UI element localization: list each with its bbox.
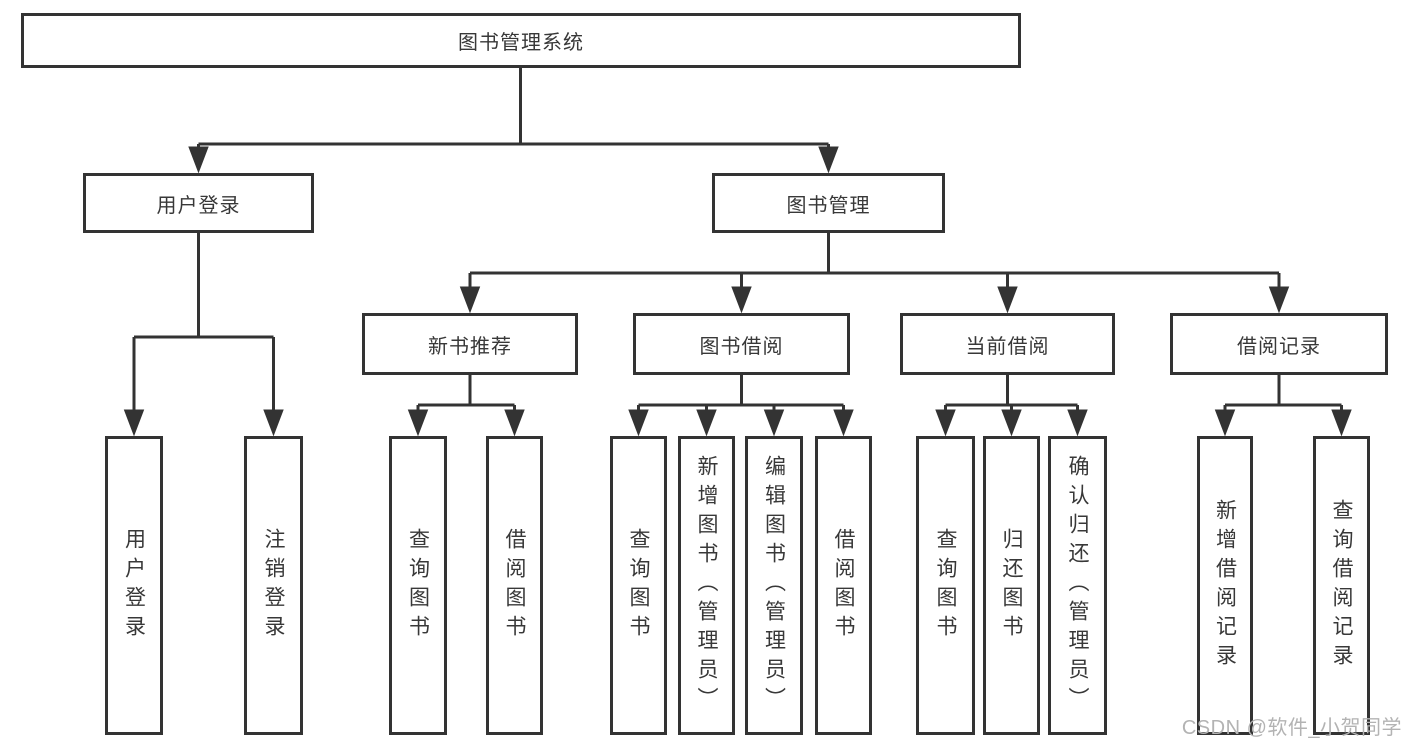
watermark-text: CSDN @软件_小贺同学	[1181, 717, 1402, 739]
leaf-records-add-record-label: 新增借阅记录	[1213, 498, 1237, 673]
leaf-recommend-query-books-label: 查询图书	[406, 527, 430, 644]
node-book-borrowing-label: 图书借阅	[699, 335, 784, 358]
node-book-borrowing: 图书借阅	[633, 313, 850, 375]
node-current-borrowing: 当前借阅	[900, 313, 1115, 375]
leaf-user-login: 用户登录	[105, 436, 163, 735]
node-current-borrowing-label: 当前借阅	[965, 335, 1050, 358]
node-book-management: 图书管理	[712, 173, 945, 233]
leaf-records-add-record: 新增借阅记录	[1197, 436, 1253, 735]
leaf-borrowing-query-books: 查询图书	[610, 436, 667, 735]
node-root: 图书管理系统	[21, 13, 1021, 68]
leaf-user-login-label: 用户登录	[122, 527, 146, 644]
node-borrowing-records-label: 借阅记录	[1237, 335, 1321, 358]
leaf-records-query-record-label: 查询借阅记录	[1330, 498, 1353, 673]
leaf-borrowing-borrow-books: 借阅图书	[815, 436, 872, 735]
leaf-borrowing-add-books-label: 新增图书（管理员）	[695, 455, 718, 716]
node-user-login-label: 用户登录	[156, 194, 241, 217]
node-book-management-label: 图书管理	[786, 194, 871, 217]
node-borrowing-records: 借阅记录	[1170, 313, 1388, 375]
node-user-login: 用户登录	[83, 173, 314, 233]
leaf-current-return-books: 归还图书	[983, 436, 1040, 735]
leaf-records-query-record: 查询借阅记录	[1313, 436, 1370, 735]
leaf-current-return-books-label: 归还图书	[1000, 527, 1023, 644]
leaf-borrowing-add-books: 新增图书（管理员）	[678, 436, 735, 735]
leaf-borrowing-borrow-books-label: 借阅图书	[832, 527, 855, 644]
leaf-logout-label: 注销登录	[262, 527, 285, 644]
leaf-borrowing-edit-books-label: 编辑图书（管理员）	[762, 455, 786, 716]
leaf-current-query-books-label: 查询图书	[934, 527, 957, 644]
leaf-recommend-borrow-books-label: 借阅图书	[503, 527, 526, 644]
node-root-label: 图书管理系统	[458, 32, 584, 54]
leaf-current-confirm-return: 确认归还（管理员）	[1048, 436, 1107, 735]
leaf-current-confirm-return-label: 确认归还（管理员）	[1066, 455, 1089, 716]
node-new-book-recommend: 新书推荐	[362, 313, 578, 375]
leaf-borrowing-edit-books: 编辑图书（管理员）	[745, 436, 803, 735]
leaf-logout: 注销登录	[244, 436, 303, 735]
node-new-book-recommend-label: 新书推荐	[428, 335, 512, 358]
leaf-recommend-borrow-books: 借阅图书	[486, 436, 543, 735]
leaf-borrowing-query-books-label: 查询图书	[627, 527, 650, 644]
leaf-current-query-books: 查询图书	[916, 436, 975, 735]
leaf-recommend-query-books: 查询图书	[389, 436, 447, 735]
